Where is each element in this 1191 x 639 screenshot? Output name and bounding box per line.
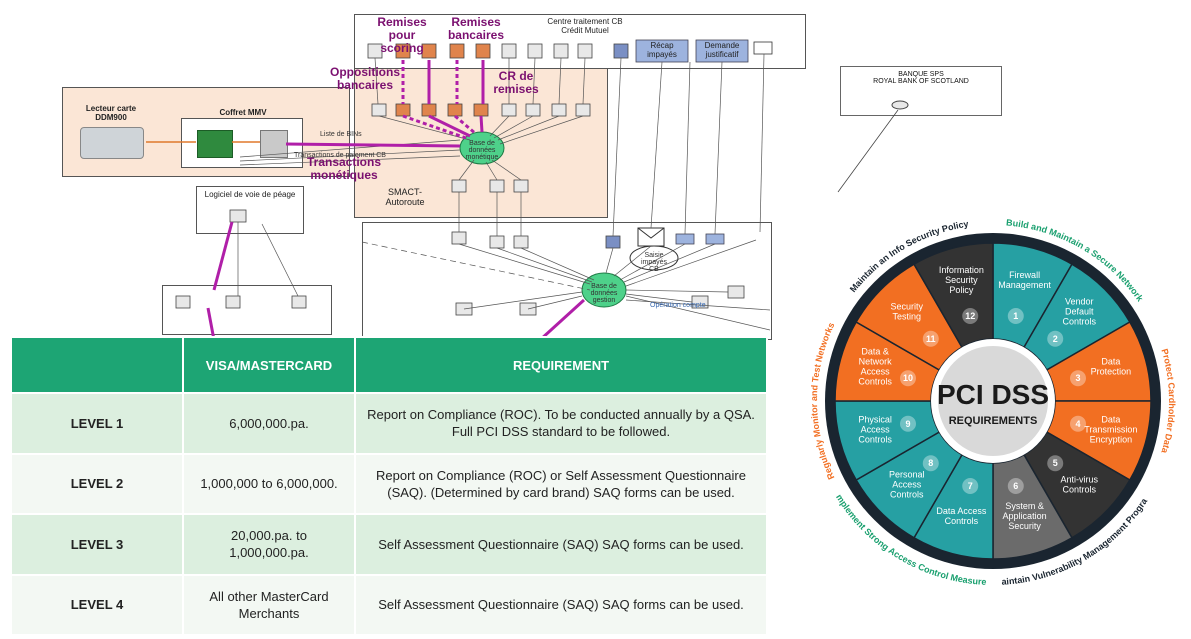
- wheel-number-badge: [1007, 478, 1024, 495]
- row-volume: 20,000.pa. to 1,000,000.pa.: [182, 513, 356, 576]
- wheel-center: [938, 346, 1048, 456]
- wheel-segment-number: 4: [1075, 419, 1080, 429]
- wheel-segment-number: 3: [1075, 373, 1080, 383]
- row-level: LEVEL 2: [10, 452, 184, 515]
- lecteur-carte-label: Lecteur carte DDM900: [85, 104, 137, 122]
- bank-sps-box: BANQUE SPS ROYAL BANK OF SCOTLAND: [840, 66, 1002, 116]
- wheel-segment-number: 2: [1053, 334, 1058, 344]
- logiciel-voie-label: Logiciel de voie de péage: [204, 190, 296, 199]
- smact-label: SMACT-Autoroute: [385, 187, 425, 207]
- wheel-segment-number: 6: [1013, 481, 1018, 491]
- table-row: LEVEL 2 1,000,000 to 6,000,000. Report o…: [10, 452, 768, 515]
- row-requirement: Self Assessment Questionnaire (SAQ) SAQ …: [354, 573, 768, 636]
- saisie-impayes-label: Saisie impayés CB: [640, 252, 668, 273]
- wheel-segment-number: 7: [968, 481, 973, 491]
- table-header-row: VISA/MASTERCARD REQUIREMENT: [10, 336, 768, 394]
- row-volume: 6,000,000.pa.: [182, 392, 356, 455]
- diagram-connections: [146, 39, 773, 340]
- wheel-segment-number: 5: [1053, 458, 1058, 468]
- row-requirement: Self Assessment Questionnaire (SAQ) SAQ …: [354, 513, 768, 576]
- base-gestion-label: Base de données gestion: [590, 283, 618, 304]
- liste-bins-label: Liste de BINs: [320, 131, 362, 138]
- wheel-center-subtitle: REQUIREMENTS: [949, 415, 1038, 427]
- wheel-number-badge: [962, 478, 979, 495]
- wheel-segment-number: 9: [905, 419, 910, 429]
- wheel-number-badge: [899, 415, 916, 432]
- wheel-segment-number: 11: [926, 334, 936, 344]
- table-row: LEVEL 1 6,000,000.pa. Report on Complian…: [10, 392, 768, 455]
- wheel-center-title: PCI DSS: [937, 379, 1049, 410]
- architecture-diagram: Centre traitement CB Crédit Mutuel SMACT…: [0, 0, 806, 340]
- merchant-levels-table: VISA/MASTERCARD REQUIREMENT LEVEL 1 6,00…: [10, 336, 768, 636]
- transactions-paiement-label: Transactions de paiement CB: [294, 152, 386, 159]
- coffret-label: Coffret MMV: [219, 108, 267, 117]
- card-reader-image: [80, 127, 144, 159]
- header-requirement: REQUIREMENT: [354, 336, 768, 394]
- base-monetique-label: Base de données monétique: [465, 140, 499, 161]
- wheel-number-badge: [899, 370, 916, 387]
- oppositions-label: Oppositions bancaires: [330, 65, 400, 92]
- row-level: LEVEL 4: [10, 573, 184, 636]
- row-volume: 1,000,000 to 6,000,000.: [182, 452, 356, 515]
- remises-bancaires-label: Remises bancaires: [447, 15, 505, 42]
- row-volume: All other MasterCard Merchants: [182, 573, 356, 636]
- row-level: LEVEL 1: [10, 392, 184, 455]
- wheel-segment-number: 12: [965, 311, 975, 321]
- wheel-number-badge: [1047, 455, 1064, 472]
- terminal-board-image: [197, 130, 233, 158]
- wheel-number-badge: [1047, 330, 1064, 347]
- bank-connection: [837, 100, 909, 193]
- lower-left-box: [162, 285, 332, 335]
- wheel-number-badge: [1070, 370, 1087, 387]
- wheel-number-badge: [1070, 415, 1087, 432]
- wheel-number-badge: [1007, 307, 1024, 324]
- header-level: [10, 336, 184, 394]
- wheel-segment-number: 10: [903, 373, 913, 383]
- recap-impayes-label: Récap impayés: [647, 41, 677, 59]
- centre-subtitle: Crédit Mutuel: [561, 26, 609, 35]
- table-row: LEVEL 3 20,000.pa. to 1,000,000.pa. Self…: [10, 513, 768, 576]
- cr-remises-label: CR de remises: [493, 69, 539, 96]
- gestion-area-box: [362, 222, 772, 340]
- header-visa-mastercard: VISA/MASTERCARD: [182, 336, 356, 394]
- bank-line2: ROYAL BANK OF SCOTLAND: [873, 78, 969, 85]
- row-level: LEVEL 3: [10, 513, 184, 576]
- logiciel-voie-box: Logiciel de voie de péage: [196, 186, 304, 234]
- demande-justificatif-label: Demande justificatif: [704, 41, 740, 59]
- row-requirement: Report on Compliance (ROC) or Self Asses…: [354, 452, 768, 515]
- operation-compte-label: Opération compte: [650, 302, 706, 309]
- wheel-segment-number: 1: [1013, 311, 1018, 321]
- wheel-number-badge: [962, 307, 979, 324]
- wheel-segment-number: 8: [928, 458, 933, 468]
- centre-title: Centre traitement CB: [547, 17, 623, 26]
- wheel-number-badge: [922, 455, 939, 472]
- wheel-number-badge: [922, 330, 939, 347]
- remises-scoring-label: Remises pour scoring: [377, 15, 427, 55]
- row-requirement: Report on Compliance (ROC). To be conduc…: [354, 392, 768, 455]
- table-row: LEVEL 4 All other MasterCard Merchants S…: [10, 573, 768, 636]
- bank-line1: BANQUE SPS: [898, 71, 944, 78]
- transactions-monetiques-label: Transactions monétiques: [306, 155, 382, 182]
